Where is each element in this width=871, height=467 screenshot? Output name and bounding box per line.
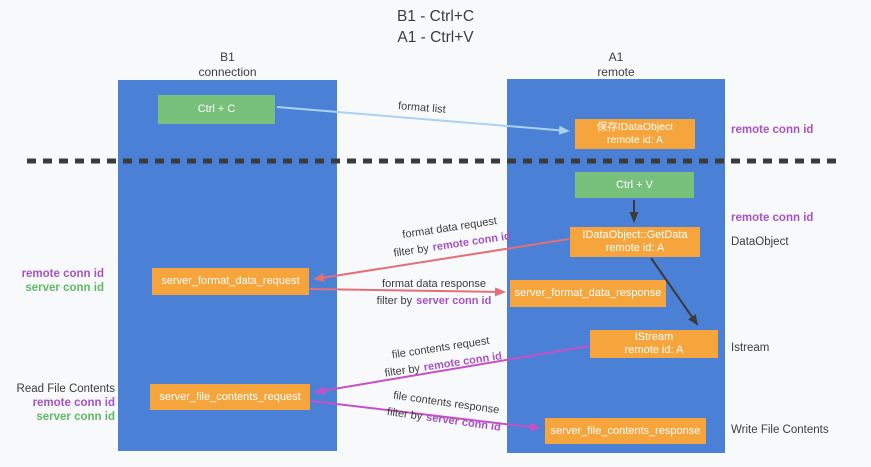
save-dataobject-line2: remote id: A xyxy=(606,134,664,146)
left-mid-conn-id-group: remote conn id server conn id xyxy=(22,267,104,295)
istream-side-label: Istream xyxy=(731,342,770,354)
ctrl-c-box: Ctrl + C xyxy=(158,95,275,124)
getdata-line1: IDataObject::GetData xyxy=(582,229,688,241)
title-line-1: B1 - Ctrl+C xyxy=(396,8,475,25)
ctrl-v-label: Ctrl + V xyxy=(616,178,653,191)
lane-a1-role: remote xyxy=(597,65,635,79)
right-mid-remote-conn-id-label: remote conn id xyxy=(731,212,814,224)
left-mid-remote-conn-id-label: remote conn id xyxy=(21,268,104,280)
server-file-contents-request-label: server_file_contents_request xyxy=(159,390,301,403)
left-bottom-remote-conn-id-label: remote conn id xyxy=(32,397,115,409)
server-conn-id-text: server conn id xyxy=(416,295,492,307)
read-file-contents-label: Read File Contents xyxy=(16,383,115,395)
istream-line1: IStream xyxy=(634,331,674,343)
server-format-data-response-label: server_format_data_response xyxy=(514,287,662,299)
lane-header-b1: B1 connection xyxy=(118,50,337,80)
server-file-contents-response-label: server_file_contents_response xyxy=(550,424,701,437)
right-top-remote-conn-id-label: remote conn id xyxy=(731,124,814,136)
getdata-line2: remote id: A xyxy=(605,242,665,254)
istream-line2: remote id: A xyxy=(624,344,684,356)
filter-by-text: filter by xyxy=(376,295,413,307)
dataobject-label: DataObject xyxy=(731,236,789,248)
lane-b1-name: B1 xyxy=(220,50,235,64)
ctrl-c-label: Ctrl + C xyxy=(197,103,236,115)
server-file-contents-request-box: server_file_contents_request xyxy=(150,384,310,410)
format-list-label: format list xyxy=(397,100,447,116)
save-dataobject-box: 保存IDataObject remote id: A xyxy=(575,119,695,149)
lane-a1-name: A1 xyxy=(608,50,624,64)
filter-by-text: filter by xyxy=(392,242,430,260)
ctrl-v-box: Ctrl + V xyxy=(575,172,694,198)
save-dataobject-line1: 保存IDataObject xyxy=(596,121,674,133)
diagram-title: B1 - Ctrl+C A1 - Ctrl+V xyxy=(0,7,871,49)
lane-b1-role: connection xyxy=(198,65,257,79)
filter-by-text: filter by xyxy=(386,405,424,423)
server-format-data-response-box: server_format_data_response xyxy=(510,280,666,307)
filter-by-text: filter by xyxy=(383,362,421,380)
istream-box: IStream remote id: A xyxy=(590,330,718,358)
write-file-contents-label: Write File Contents xyxy=(731,424,829,436)
server-format-data-request-label: server_format_data_request xyxy=(161,275,300,287)
left-bottom-server-conn-id-label: server conn id xyxy=(36,411,115,423)
left-mid-server-conn-id-label: server conn id xyxy=(25,282,104,294)
lane-header-a1: A1 remote xyxy=(507,50,725,80)
title-line-2: A1 - Ctrl+V xyxy=(397,28,474,46)
idataobject-getdata-box: IDataObject::GetData remote id: A xyxy=(570,227,700,257)
server-file-contents-response-box: server_file_contents_response xyxy=(545,418,706,444)
format-data-response-text: format data response xyxy=(382,278,486,290)
server-format-data-request-box: server_format_data_request xyxy=(152,268,309,295)
left-bottom-label-group: Read File Contents remote conn id server… xyxy=(17,382,115,424)
